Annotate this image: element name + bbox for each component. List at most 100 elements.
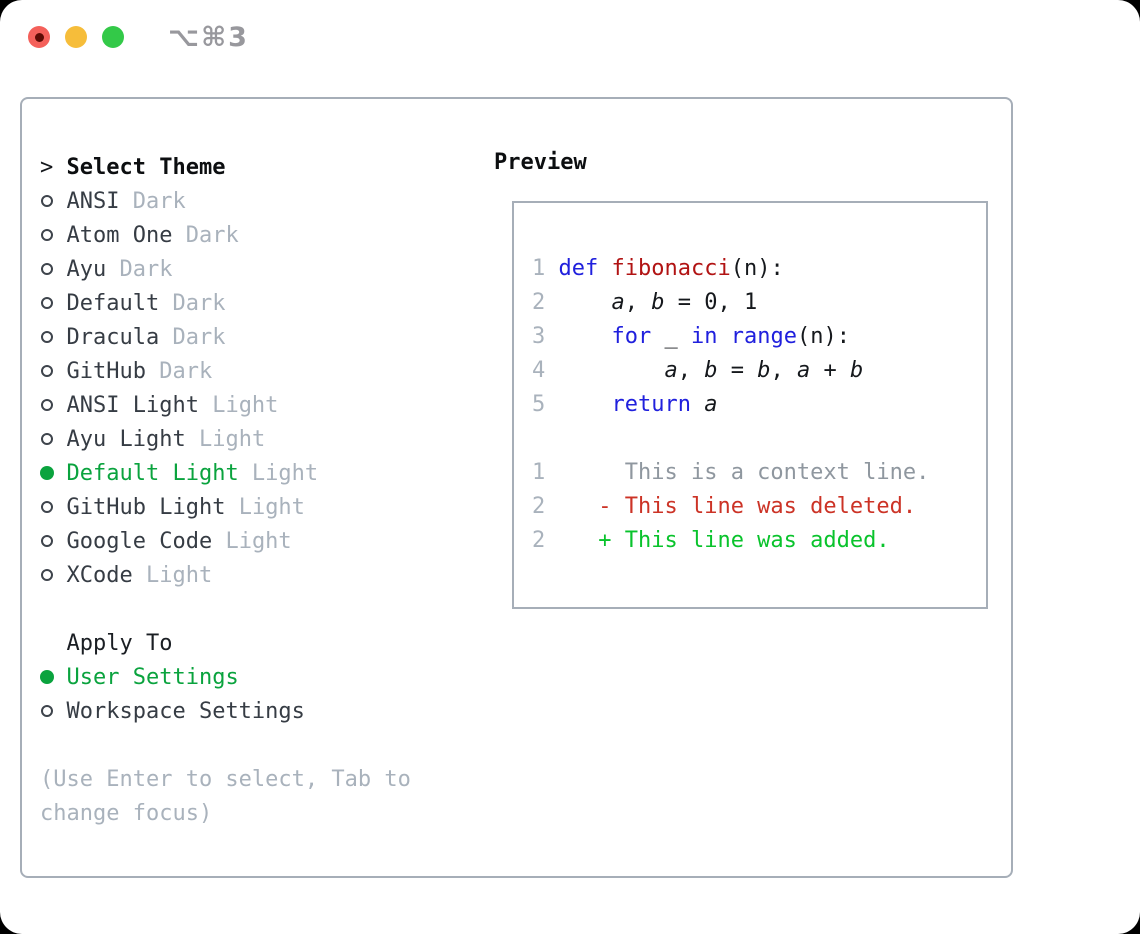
zoom-button[interactable]: [102, 26, 124, 48]
radio-icon: [40, 229, 67, 241]
code-text: [559, 392, 612, 417]
radio-icon: [40, 501, 67, 513]
code-variable: a: [704, 392, 718, 417]
line-number: 2: [532, 494, 546, 519]
radio-icon: [40, 705, 67, 717]
diff-text: This is a context line.: [624, 460, 930, 485]
radio-selected-icon: [40, 466, 67, 480]
code-text: [598, 256, 611, 281]
line-number: 1: [532, 256, 546, 281]
line-number: 5: [532, 392, 546, 417]
radio-selected-icon: [40, 670, 67, 684]
radio-icon: [40, 331, 67, 343]
theme-option-label: ANSI: [66, 188, 120, 214]
theme-option[interactable]: Ayu Light Light: [40, 422, 411, 456]
radio-icon: [40, 569, 67, 581]
radio-circle: [41, 229, 53, 241]
code-text: [559, 324, 612, 349]
theme-option-label: Atom One: [66, 222, 173, 248]
code-text: [691, 392, 704, 417]
radio-circle: [41, 365, 53, 377]
theme-option[interactable]: Default Dark: [40, 286, 411, 320]
radio-icon: [40, 195, 67, 207]
code-variable: b: [651, 290, 665, 315]
theme-option[interactable]: Default Light Light: [40, 456, 411, 490]
theme-variant-label: Dark: [159, 324, 226, 350]
diff-text: This line was added.: [624, 528, 890, 553]
theme-option[interactable]: XCode Light: [40, 558, 411, 592]
minimize-button[interactable]: [65, 26, 87, 48]
apply-to-option-label: Workspace Settings: [66, 698, 305, 724]
apply-to-option[interactable]: Workspace Settings: [40, 694, 411, 728]
code-variable: b: [704, 358, 718, 383]
theme-variant-label: Light: [238, 460, 319, 486]
theme-option-label: Default: [66, 290, 160, 316]
code-text: = 0, 1: [664, 290, 758, 315]
diff-marker-icon: -: [598, 494, 612, 519]
code-keyword: for: [611, 324, 652, 349]
window-title-shortcut: ⌥⌘3: [168, 22, 249, 53]
apply-to-label: Apply To: [66, 630, 173, 656]
theme-option[interactable]: Atom One Dark: [40, 218, 411, 252]
radio-circle: [41, 433, 53, 445]
diff-line-context: 1 This is a context line.: [532, 456, 929, 490]
theme-option[interactable]: Ayu Dark: [40, 252, 411, 286]
theme-variant-label: Light: [185, 426, 266, 452]
diff-line-deleted: 2 - This line was deleted.: [532, 490, 929, 524]
theme-option-label: Ayu: [66, 256, 107, 282]
title-bar: ⌥⌘3: [0, 0, 1140, 76]
hint-line-1: (Use Enter to select, Tab to: [40, 766, 411, 792]
radio-circle: [41, 331, 53, 343]
diff-marker-icon: +: [598, 528, 612, 553]
theme-option[interactable]: GitHub Dark: [40, 354, 411, 388]
cursor-caret-icon: >: [40, 154, 54, 180]
code-text: ,: [624, 290, 652, 315]
code-line: 5 return a: [532, 388, 929, 422]
radio-circle: [41, 569, 53, 581]
theme-option-label: ANSI Light: [66, 392, 199, 418]
preview-label: Preview: [494, 150, 587, 175]
code-keyword: range: [730, 324, 797, 349]
code-line: 3 for _ in range(n):: [532, 320, 929, 354]
theme-option[interactable]: ANSI Light Light: [40, 388, 411, 422]
code-text: [559, 358, 665, 383]
radio-circle: [41, 195, 53, 207]
theme-option[interactable]: Dracula Dark: [40, 320, 411, 354]
close-button[interactable]: [28, 26, 50, 48]
apply-to-option[interactable]: User Settings: [40, 660, 411, 694]
code-function: fibonacci: [611, 256, 731, 281]
line-number: 2: [532, 290, 546, 315]
code-text: _: [651, 324, 691, 349]
radio-circle: [40, 466, 54, 480]
diff-text: This line was deleted.: [624, 494, 917, 519]
radio-icon: [40, 399, 67, 411]
code-text: ,: [770, 358, 797, 383]
radio-icon: [40, 365, 67, 377]
radio-icon: [40, 433, 67, 445]
spacer: [40, 592, 411, 626]
theme-option[interactable]: GitHub Light Light: [40, 490, 411, 524]
theme-variant-label: Dark: [159, 290, 226, 316]
code-line: 4 a, b = b, a + b: [532, 354, 929, 388]
theme-option[interactable]: ANSI Dark: [40, 184, 411, 218]
radio-circle: [41, 501, 53, 513]
code-text: +: [810, 358, 850, 383]
code-variable: b: [757, 358, 771, 383]
code-line: 1 def fibonacci(n):: [532, 252, 929, 286]
line-number: 3: [532, 324, 546, 349]
spacer: [532, 422, 929, 456]
line-number: 2: [532, 528, 546, 553]
theme-variant-label: Light: [132, 562, 213, 588]
theme-option-label: GitHub: [66, 358, 146, 384]
theme-option[interactable]: Google Code Light: [40, 524, 411, 558]
code-text: ,: [677, 358, 705, 383]
apply-to-header: Apply To: [40, 626, 411, 660]
radio-circle: [41, 399, 53, 411]
radio-icon: [40, 297, 67, 309]
hint-line-2: change focus): [40, 800, 213, 826]
